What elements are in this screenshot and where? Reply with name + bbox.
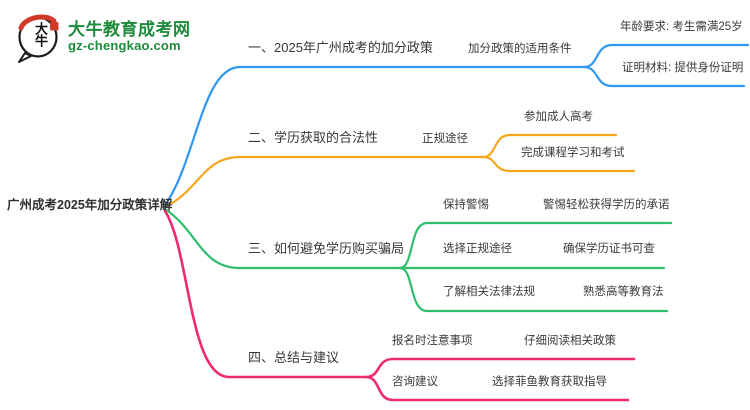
- branch-1-node[interactable]: 一、2025年广州成考的加分政策: [248, 40, 433, 55]
- branch-3-node[interactable]: 三、如何避免学历购买骗局: [248, 241, 405, 256]
- branch-2-leaf-gaokao[interactable]: 参加成人高考: [524, 111, 593, 123]
- branch-3-leaf-alert[interactable]: 警惕轻松获得学历的承诺: [543, 199, 670, 211]
- branch-4-node[interactable]: 四、总结与建议: [248, 350, 340, 365]
- branch-3-sub-alert[interactable]: 保持警惕: [443, 199, 489, 211]
- branch-3-sub-formal[interactable]: 选择正规途径: [443, 243, 512, 255]
- branch-1-leaf-age[interactable]: 年龄要求: 考生需满25岁: [620, 21, 743, 33]
- branch-4-sub-line-top: [364, 357, 636, 379]
- root-node[interactable]: 广州成考2025年加分政策详解: [7, 198, 173, 212]
- branch-2-lines: [163, 133, 636, 209]
- branch-1-leaf-line-top: [582, 43, 750, 69]
- branch-4-main-line: [163, 209, 368, 379]
- bubble-calligraphy-text: 大牛: [32, 22, 47, 46]
- branch-3-leaf-law[interactable]: 熟悉高等教育法: [583, 286, 664, 298]
- branch-2-node[interactable]: 二、学历获取的合法性: [248, 130, 379, 145]
- branch-3-lines: [163, 207, 673, 313]
- branch-1-leaf-line-bottom: [582, 65, 746, 88]
- branch-4-sub-consult[interactable]: 咨询建议: [392, 376, 438, 388]
- branch-4-lines: [163, 209, 636, 402]
- logo-brand-text: 大牛教育成考网: [68, 19, 191, 39]
- branch-4-sub-signup[interactable]: 报名时注意事项: [392, 335, 473, 347]
- branch-2-child-node[interactable]: 正规途径: [422, 133, 468, 145]
- branch-3-sub-law[interactable]: 了解相关法律法规: [443, 286, 535, 298]
- logo-domain-text: gz-chengkao.com: [68, 38, 181, 54]
- branch-2-leaf-line-bottom: [481, 155, 636, 173]
- branch-3-main-line: [163, 207, 402, 270]
- branch-4-leaf-policy[interactable]: 仔细阅读相关政策: [524, 335, 616, 347]
- branch-1-main-line: [163, 65, 586, 207]
- branch-3-leaf-verify[interactable]: 确保学历证书可查: [563, 243, 655, 255]
- branch-1-child-node[interactable]: 加分政策的适用条件: [468, 43, 572, 55]
- branch-3-sub-line-top: [398, 221, 673, 270]
- branch-2-leaf-course[interactable]: 完成课程学习和考试: [521, 147, 625, 159]
- branch-2-leaf-line-top: [481, 133, 618, 159]
- daniu-bubble-icon: 大牛: [15, 11, 61, 63]
- branch-4-sub-line-bottom: [364, 375, 630, 402]
- branch-4-leaf-guide[interactable]: 选择菲鱼教育获取指导: [492, 376, 607, 388]
- branch-3-sub-line-bottom: [398, 266, 669, 313]
- logo-text-block: 大牛教育成考网 gz-chengkao.com: [68, 19, 191, 54]
- branch-1-lines: [163, 43, 750, 207]
- site-logo[interactable]: 大牛 大牛教育成考网 gz-chengkao.com: [15, 11, 191, 63]
- branch-2-main-line: [163, 155, 485, 209]
- branch-1-leaf-proof[interactable]: 证明材料: 提供身份证明: [622, 62, 744, 74]
